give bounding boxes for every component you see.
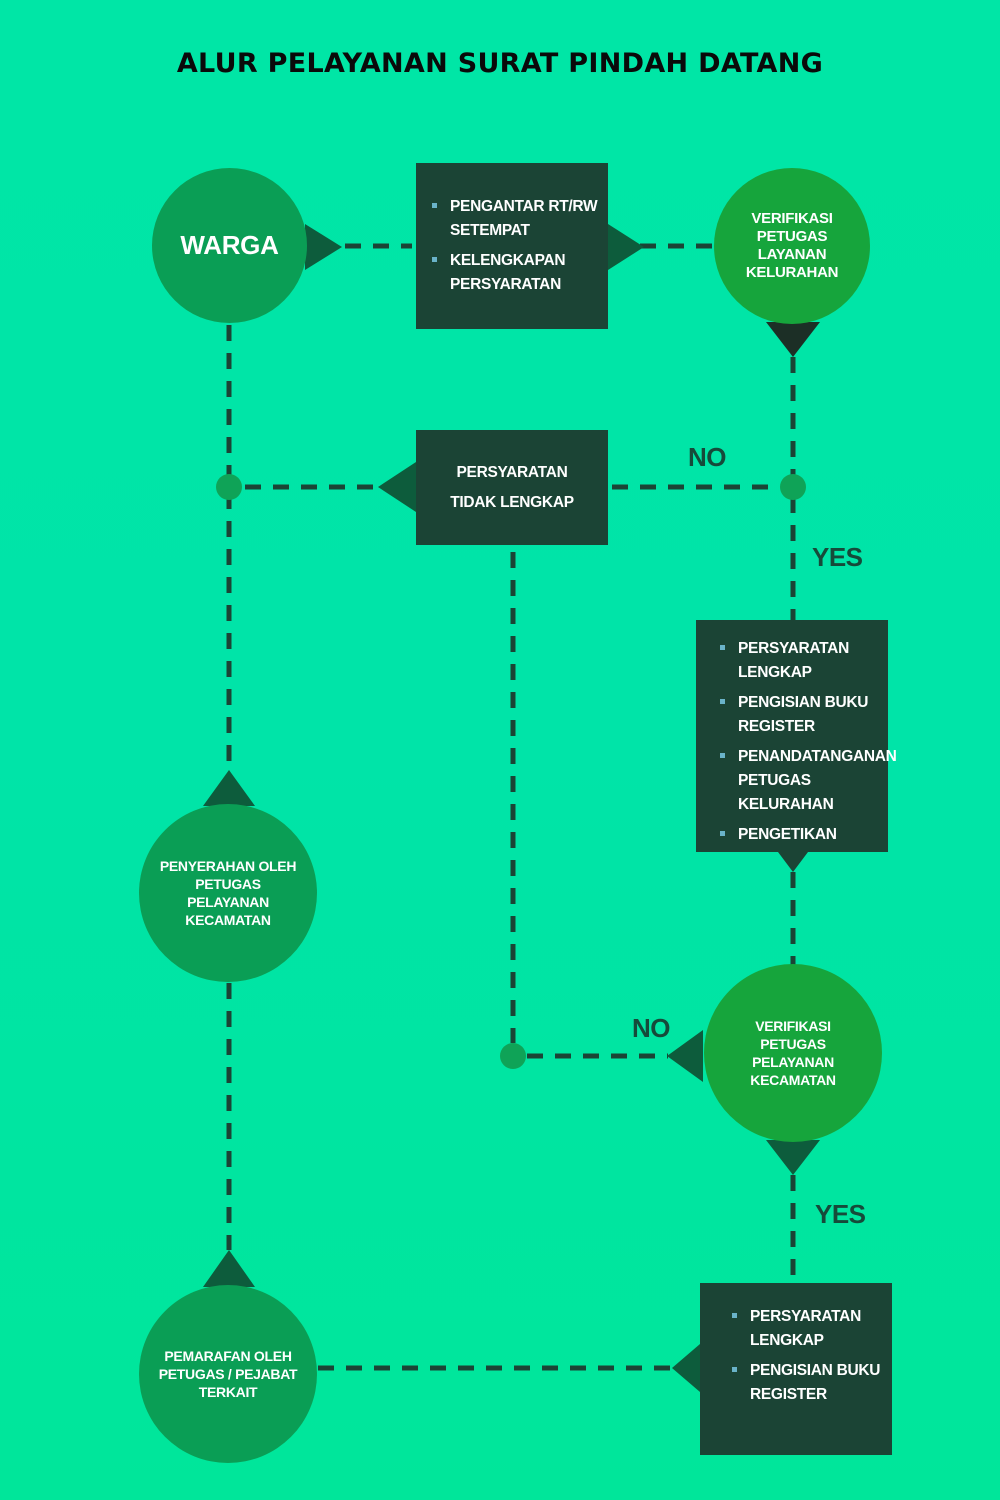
- node-pemarafan-label: PEMARAFAN OLEH PETUGAS / PEJABAT TERKAIT: [158, 1348, 298, 1400]
- list-item: PENANDATANGANAN PETUGAS KELURAHAN: [720, 745, 897, 817]
- pointer-verif-kelurahan: [766, 322, 820, 357]
- bullet-icon: [720, 831, 725, 836]
- node-verif-kelurahan-label: VERIFIKASI PETUGAS LAYANAN KELURAHAN: [745, 210, 839, 281]
- label-no-2: NO: [632, 1013, 671, 1043]
- bullet-icon: [732, 1313, 737, 1318]
- bullet-icon: [432, 257, 437, 262]
- junction-dot-right: [780, 474, 806, 500]
- list-item: PENGISIAN BUKU REGISTER: [720, 691, 880, 739]
- junction-dot-left: [216, 474, 242, 500]
- node-pemarafan: PEMARAFAN OLEH PETUGAS / PEJABAT TERKAIT: [139, 1285, 317, 1463]
- pointer-pemarafan: [203, 1250, 255, 1287]
- node-penyerahan: PENYERAHAN OLEH PETUGAS PELAYANAN KECAMA…: [139, 804, 317, 982]
- bullet-icon: [720, 753, 725, 758]
- label-yes-2: YES: [815, 1199, 866, 1229]
- pointer-verif-kecamatan-down: [766, 1140, 820, 1175]
- node-warga-label: WARGA: [180, 230, 279, 260]
- pointer-box-kecamatan: [672, 1344, 700, 1392]
- bullet-icon: [720, 645, 725, 650]
- pointer-pengantar: [608, 224, 644, 270]
- list-item: PENGETIKAN: [720, 823, 880, 847]
- bullet-icon: [432, 203, 437, 208]
- list-item: PENGANTAR RT/RW SETEMPAT: [432, 195, 598, 243]
- node-warga: WARGA: [152, 168, 307, 323]
- list-item: PERSYARATAN LENGKAP: [720, 637, 880, 685]
- bullet-icon: [732, 1367, 737, 1372]
- box-tidak-lengkap-label: PERSYARATAN TIDAK LENGKAP: [450, 463, 574, 511]
- pointer-tidak-lengkap: [378, 462, 416, 512]
- list-item: KELENGKAPAN PERSYARATAN: [432, 249, 598, 297]
- pointer-warga: [305, 224, 342, 270]
- pointer-verif-kecamatan-left: [667, 1030, 703, 1082]
- label-yes-1: YES: [812, 542, 863, 572]
- node-verif-kecamatan: VERIFIKASI PETUGAS PELAYANAN KECAMATAN: [704, 964, 882, 1142]
- node-verif-kecamatan-label: VERIFIKASI PETUGAS PELAYANAN KECAMATAN: [750, 1018, 836, 1088]
- box-tidak-lengkap: PERSYARATAN TIDAK LENGKAP: [416, 430, 608, 545]
- box-kelurahan: PERSYARATAN LENGKAP PENGISIAN BUKU REGIS…: [696, 620, 897, 852]
- page-title: ALUR PELAYANAN SURAT PINDAH DATANG: [176, 48, 824, 79]
- junction-dot-bottom: [500, 1043, 526, 1069]
- pointer-penyerahan: [203, 770, 255, 806]
- box-kecamatan: PERSYARATAN LENGKAP PENGISIAN BUKU REGIS…: [700, 1283, 892, 1455]
- node-verif-kelurahan: VERIFIKASI PETUGAS LAYANAN KELURAHAN: [714, 168, 870, 324]
- pointer-box-kelurahan: [778, 852, 808, 872]
- label-no-1: NO: [688, 442, 727, 472]
- list-item: PENGISIAN BUKU REGISTER: [732, 1359, 882, 1407]
- bullet-icon: [720, 699, 725, 704]
- node-penyerahan-label: PENYERAHAN OLEH PETUGAS PELAYANAN KECAMA…: [159, 858, 297, 928]
- box-pengantar: PENGANTAR RT/RW SETEMPAT KELENGKAPAN PER…: [416, 163, 608, 329]
- list-item: PERSYARATAN LENGKAP: [732, 1305, 882, 1353]
